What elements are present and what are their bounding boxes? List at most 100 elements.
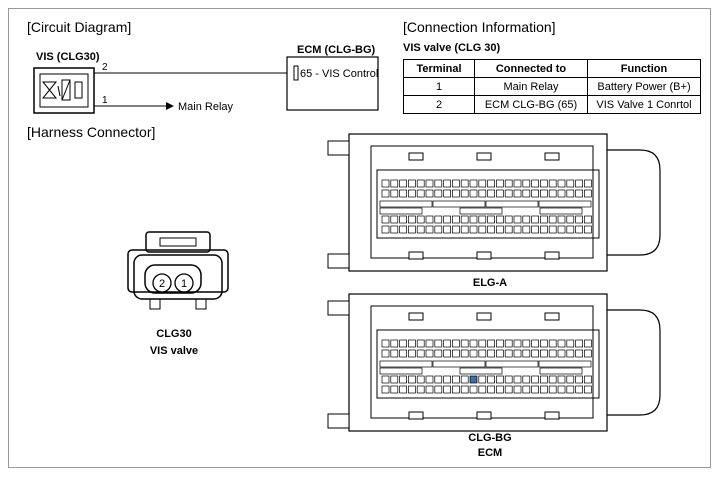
connector-pin: [575, 349, 583, 358]
ecm-pin-65-label: 65 - VIS Control: [300, 68, 378, 80]
connector-pin: [548, 349, 557, 358]
connector-pin: [425, 349, 434, 358]
clg30-connector: [127, 231, 229, 310]
connector-pin: [496, 349, 504, 358]
connector-pin: [408, 349, 416, 358]
latch-tab: [544, 411, 560, 420]
connector-pin: [408, 225, 416, 234]
connector-pin: [548, 375, 557, 384]
connector-pin: [416, 339, 425, 348]
connector-pin: [575, 179, 583, 188]
cell-terminal: 2: [403, 95, 475, 114]
connector-pin: [575, 375, 583, 384]
connector-pin: [566, 385, 575, 394]
connector-pin: [443, 179, 451, 188]
connector-pin: [487, 349, 495, 358]
connector-pin: [443, 189, 451, 198]
connector-pin: [513, 225, 522, 234]
connector-pin: [416, 215, 425, 224]
connector-pin: [557, 375, 566, 384]
connector-pin: [566, 339, 575, 348]
connector-pin: [531, 349, 539, 358]
cell-connected-to: Main Relay: [474, 77, 588, 96]
connector-pin: [469, 189, 478, 198]
latch-tab: [408, 411, 424, 420]
connector-pin: [548, 385, 557, 394]
connector-bar: [459, 207, 503, 215]
connector-pin: [416, 375, 425, 384]
connector-bar: [538, 360, 592, 368]
vis-valve-symbol: [33, 67, 95, 114]
connector-pin: [469, 375, 478, 384]
connector-pin: [504, 385, 513, 394]
connector-bar: [485, 360, 539, 368]
connection-info-title: [Connection Information]: [403, 19, 556, 35]
connector-pin: [513, 385, 522, 394]
elg-a-connector: [327, 133, 661, 272]
connector-pin: [390, 215, 399, 224]
connector-pin: [408, 189, 416, 198]
connector-pin: [557, 349, 566, 358]
connector-pin: [478, 375, 487, 384]
clg30-pin-1: 1: [181, 278, 187, 290]
connector-pin: [399, 349, 407, 358]
connector-pin: [452, 189, 460, 198]
connector-pin: [522, 179, 531, 188]
connection-table-header: Terminal Connected to Function: [403, 59, 701, 78]
latch-tab: [408, 251, 424, 260]
connector-pin: [504, 215, 513, 224]
connector-pin: [381, 375, 390, 384]
connector-pin: [584, 215, 592, 224]
connector-pin: [513, 349, 522, 358]
connector-pin: [504, 225, 513, 234]
latch-tab: [476, 251, 492, 260]
connector-bar: [485, 200, 539, 208]
connector-pin: [425, 339, 434, 348]
connector-pin: [425, 375, 434, 384]
connector-pin: [478, 179, 487, 188]
connector-pin: [487, 189, 495, 198]
connector-pin: [584, 225, 592, 234]
connector-pin: [390, 225, 399, 234]
connector-pin: [425, 215, 434, 224]
connector-pin: [469, 349, 478, 358]
clg-bg-connector: [327, 293, 661, 432]
circuit-diagram-title: [Circuit Diagram]: [27, 19, 132, 35]
connector-pin: [540, 339, 548, 348]
connector-pin: [531, 215, 539, 224]
connector-bar: [539, 367, 583, 375]
connector-pin: [452, 179, 460, 188]
connector-pin: [522, 225, 531, 234]
connector-pin: [452, 215, 460, 224]
connector-bar: [379, 360, 433, 368]
connector-pin: [434, 349, 443, 358]
connector-pin: [496, 385, 504, 394]
main-relay-arrow: [166, 102, 174, 110]
connector-pin: [478, 385, 487, 394]
connector-pin: [399, 225, 407, 234]
header-connected-to: Connected to: [474, 59, 588, 78]
connector-pin: [478, 225, 487, 234]
connector-pin: [460, 215, 469, 224]
ecm-connector-label: ECM: [478, 447, 502, 459]
connector-pin: [575, 225, 583, 234]
connector-pin: [531, 385, 539, 394]
connector-pin: [416, 349, 425, 358]
clg30-name: CLG30: [156, 328, 191, 340]
connector-bar: [432, 360, 486, 368]
connector-pin: [566, 179, 575, 188]
connector-pin: [548, 215, 557, 224]
connector-pin: [452, 339, 460, 348]
connector-pin: [425, 179, 434, 188]
connector-pin: [469, 215, 478, 224]
connector-pin: [504, 349, 513, 358]
connector-pin: [425, 189, 434, 198]
connector-pin: [557, 385, 566, 394]
connector-pin: [390, 375, 399, 384]
connector-pin: [531, 189, 539, 198]
connector-pin: [522, 215, 531, 224]
connector-pin: [522, 189, 531, 198]
connector-bar: [379, 367, 423, 375]
connector-pin: [416, 225, 425, 234]
